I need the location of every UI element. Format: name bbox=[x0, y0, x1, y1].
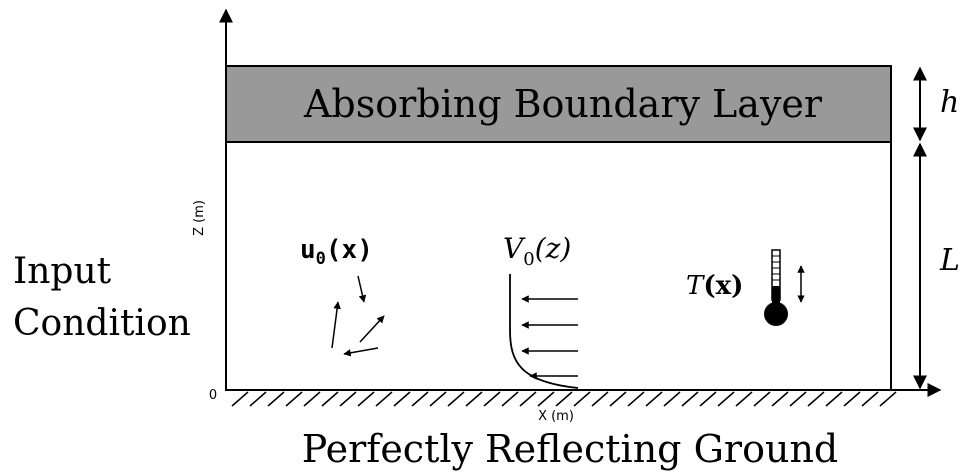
ground-hatch-line bbox=[303, 391, 321, 407]
x-axis-label: X (m) bbox=[538, 409, 574, 424]
ground-hatch-line bbox=[519, 391, 537, 407]
ground-hatch-line bbox=[249, 391, 267, 407]
ground-hatch-line bbox=[861, 391, 879, 407]
l-label: L bbox=[939, 243, 960, 278]
ground-hatch-line bbox=[879, 391, 897, 407]
ground-hatch-line bbox=[321, 391, 339, 407]
u0-argument: (x) bbox=[326, 235, 373, 265]
input-label-line2: Condition bbox=[13, 303, 191, 344]
ground-hatch-line bbox=[645, 391, 663, 407]
origin-label: 0 bbox=[209, 388, 217, 403]
u0-symbol: u bbox=[300, 235, 316, 265]
ground-hatch-line bbox=[699, 391, 717, 407]
ground-hatch-line bbox=[825, 391, 843, 407]
ground-hatch-line bbox=[411, 391, 429, 407]
ground-hatch-line bbox=[393, 391, 411, 407]
ground-hatch-line bbox=[573, 391, 591, 407]
wind-profile-curve bbox=[509, 274, 579, 389]
ground-hatch-line bbox=[681, 391, 699, 407]
ground-hatch-line bbox=[771, 391, 789, 407]
t-symbol: T bbox=[686, 271, 705, 301]
v0-label: V0(z) bbox=[503, 232, 571, 270]
h-label: h bbox=[940, 85, 959, 120]
ground-hatch-line bbox=[717, 391, 735, 407]
ground-hatch-line bbox=[627, 391, 645, 407]
ground-hatch-line bbox=[483, 391, 501, 407]
u0-label: u0(x) bbox=[300, 235, 373, 269]
ground-hatch-line bbox=[537, 391, 555, 407]
ground-hatch-line bbox=[267, 391, 285, 407]
ground-hatch-line bbox=[465, 391, 483, 407]
ground-hatch-line bbox=[375, 391, 393, 407]
ground-hatch-line bbox=[555, 391, 573, 407]
absorbing-layer bbox=[225, 65, 892, 143]
ground-hatch-line bbox=[789, 391, 807, 407]
u0-subscript: 0 bbox=[316, 249, 326, 269]
wind-profile-arrows bbox=[521, 295, 578, 380]
ground-hatch-line bbox=[501, 391, 519, 407]
ground-hatch-line bbox=[663, 391, 681, 407]
absorbing-layer-label: Absorbing Boundary Layer bbox=[303, 82, 823, 126]
ground-hatch-line bbox=[447, 391, 465, 407]
ground-hatching bbox=[231, 391, 897, 407]
v0-symbol: V bbox=[503, 232, 526, 265]
ground-hatch-line bbox=[231, 391, 249, 407]
input-label-line1: Input bbox=[13, 251, 112, 292]
ground-hatch-line bbox=[339, 391, 357, 407]
ground-hatch-line bbox=[735, 391, 753, 407]
ground-hatch-line bbox=[753, 391, 771, 407]
z-axis-label: Z (m) bbox=[192, 200, 207, 236]
ground-hatch-line bbox=[609, 391, 627, 407]
ground-hatch-line bbox=[843, 391, 861, 407]
ground-hatch-line bbox=[429, 391, 447, 407]
v0-subscript: 0 bbox=[523, 249, 534, 270]
ground-label: Perfectly Reflecting Ground bbox=[302, 427, 839, 471]
ground-hatch-line bbox=[591, 391, 609, 407]
ground-hatch-line bbox=[357, 391, 375, 407]
thermometer-icon bbox=[764, 249, 788, 326]
ground-hatch-line bbox=[807, 391, 825, 407]
v0-argument: (z) bbox=[535, 232, 572, 265]
ground-hatch-line bbox=[285, 391, 303, 407]
random-velocity-arrows bbox=[331, 275, 385, 357]
t-label: T(x) bbox=[686, 271, 743, 301]
t-argument: (x) bbox=[703, 271, 743, 301]
